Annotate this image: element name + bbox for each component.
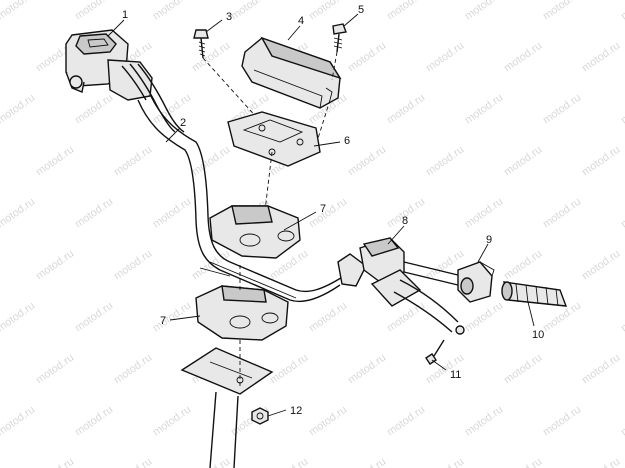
watermark-text: motod.ru	[619, 0, 625, 22]
watermark-text: motod.ru	[502, 456, 544, 468]
handlebar-cover	[241, 36, 342, 149]
watermark-text: motod.ru	[463, 92, 505, 127]
watermark-text: motod.ru	[346, 456, 388, 468]
watermark-text: motod.ru	[346, 352, 388, 387]
watermark-text: motod.ru	[190, 40, 232, 75]
callout-3: 3	[226, 11, 232, 23]
screw-5	[331, 23, 347, 81]
watermark-text: motod.ru	[34, 144, 76, 179]
watermark-text: motod.ru	[307, 404, 349, 439]
watermark-text: motod.ru	[0, 0, 37, 22]
watermark-text: motod.ru	[73, 196, 115, 231]
watermark-text: motod.ru	[580, 144, 622, 179]
watermark-text: motod.ru	[580, 248, 622, 283]
upper-handlebar-clamp	[209, 205, 301, 259]
watermark-text: motod.ru	[385, 92, 427, 127]
lower-handlebar-clamp	[195, 262, 289, 341]
callouts: 1 2 3 4 5 6 7 7 8 9 10 11 12	[122, 4, 544, 417]
watermark-text: motod.ru	[619, 300, 625, 335]
watermark-text: motod.ru	[151, 92, 193, 127]
callout-2: 2	[180, 117, 186, 129]
watermark-text: motod.ru	[34, 248, 76, 283]
watermark-text: motod.ru	[346, 144, 388, 179]
watermark-text: motod.ru	[385, 0, 427, 22]
watermark-text: motod.ru	[541, 0, 583, 22]
callout-6: 6	[344, 135, 350, 147]
watermark-text: motod.ru	[463, 300, 505, 335]
watermark-text: motod.ru	[73, 300, 115, 335]
watermark-text: motod.ru	[502, 40, 544, 75]
watermark-text: motod.ru	[0, 92, 37, 127]
watermark-text: motod.ru	[229, 0, 271, 22]
watermark-text: motod.ru	[463, 404, 505, 439]
callout-9: 9	[486, 234, 492, 246]
throttle-housing	[457, 261, 495, 303]
watermark-text: motod.ru	[34, 456, 76, 468]
watermark-text: motod.ru	[502, 352, 544, 387]
upper-clamp-plate	[227, 111, 321, 237]
watermark-text: motod.ru	[424, 144, 466, 179]
watermark-text: motod.ru	[112, 248, 154, 283]
callout-12: 12	[290, 405, 302, 417]
screw-11	[425, 339, 445, 365]
watermark-text: motod.ru	[580, 40, 622, 75]
mount-plate-and-post	[180, 340, 274, 468]
watermark-text: motod.ru	[424, 40, 466, 75]
callout-11: 11	[450, 369, 461, 381]
watermark-text: motod.ru	[73, 0, 115, 22]
watermark-text: motod.ru	[502, 144, 544, 179]
watermark-text: motod.ru	[151, 0, 193, 22]
watermark-text: motod.ru	[307, 300, 349, 335]
watermark-text: motod.ru	[190, 248, 232, 283]
watermark-text: motod.ru	[619, 404, 625, 439]
watermark-text: motod.ru	[112, 456, 154, 468]
watermark-text: motod.ru	[619, 92, 625, 127]
callout-1: 1	[122, 9, 128, 21]
watermark-text: motod.ru	[73, 404, 115, 439]
right-grip	[501, 281, 568, 307]
watermark-text: motod.ru	[307, 0, 349, 22]
watermark-text: motod.ru	[463, 196, 505, 231]
watermark-text: motod.ru	[502, 248, 544, 283]
callout-5: 5	[358, 4, 364, 16]
watermark-text: motod.ru	[541, 92, 583, 127]
watermark-text: motod.ru	[385, 404, 427, 439]
watermark-text: motod.ru	[0, 404, 37, 439]
watermark-text: motod.ru	[112, 352, 154, 387]
watermark-text: motod.ru	[0, 196, 37, 231]
callout-10: 10	[532, 329, 544, 341]
watermark-text: motod.ru	[619, 196, 625, 231]
watermark-text: motod.ru	[112, 144, 154, 179]
watermark-text: motod.ru	[268, 456, 310, 468]
watermark-text: motod.ru	[151, 300, 193, 335]
watermark-text: motod.ru	[151, 196, 193, 231]
callout-7-upper: 7	[320, 203, 326, 215]
watermark-text: motod.ru	[0, 300, 37, 335]
watermark-text: motod.ru	[541, 404, 583, 439]
callout-4: 4	[298, 15, 304, 27]
watermark-text: motod.ru	[268, 352, 310, 387]
watermark-text: motod.ru	[190, 144, 232, 179]
callout-8: 8	[402, 215, 408, 227]
watermark-text: motod.ru	[73, 92, 115, 127]
callout-7-lower: 7	[160, 315, 166, 327]
watermark-text: motod.ru	[580, 352, 622, 387]
leader-lines	[107, 13, 535, 417]
watermark-text: motod.ru	[151, 404, 193, 439]
watermark-text: motod.ru	[346, 40, 388, 75]
left-control-housing	[65, 29, 185, 133]
nut-12	[251, 407, 269, 425]
watermark-text: motod.ru	[463, 0, 505, 22]
watermark-text: motod.ru	[541, 196, 583, 231]
watermark-text: motod.ru	[34, 352, 76, 387]
watermark-text: motod.ru	[424, 456, 466, 468]
watermark-text: motod.ru	[580, 456, 622, 468]
